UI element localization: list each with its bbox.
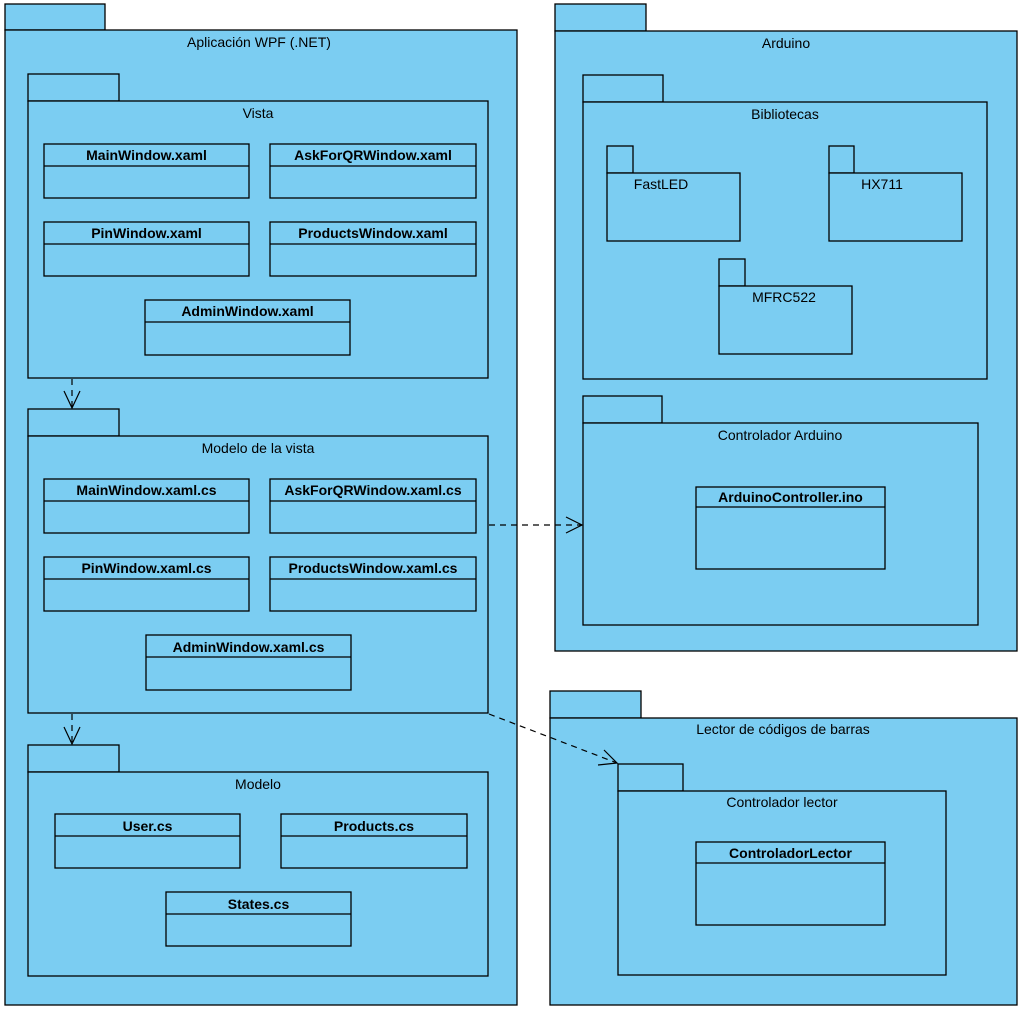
class-name: AskForQRWindow.xaml.cs	[284, 482, 461, 498]
class-outline	[269, 556, 477, 612]
class-outline	[43, 556, 250, 612]
package-tab	[27, 744, 120, 773]
package-title: Modelo	[235, 776, 281, 792]
package-modelo: Modelo User.cs Products.cs States.cs	[27, 744, 489, 977]
package-mfrc522[interactable]: MFRC522	[718, 258, 853, 355]
package-title: Bibliotecas	[751, 106, 819, 122]
package-title: MFRC522	[752, 289, 816, 305]
package-tab	[4, 3, 106, 31]
package-title: FastLED	[634, 176, 688, 192]
package-body	[828, 172, 963, 242]
package-arduino: Arduino Bibliotecas FastLED HX711 MFRC52…	[554, 3, 1018, 652]
class-name: AskForQRWindow.xaml	[294, 147, 452, 163]
class-box[interactable]: PinWindow.xaml.cs	[43, 556, 250, 612]
package-tab	[549, 690, 642, 719]
class-name: MainWindow.xaml.cs	[76, 482, 216, 498]
class-name: Products.cs	[334, 818, 414, 834]
class-name: States.cs	[228, 896, 290, 912]
class-box[interactable]: MainWindow.xaml	[43, 143, 250, 199]
class-box[interactable]: States.cs	[165, 891, 352, 947]
package-tab	[606, 145, 634, 174]
package-vista: Vista MainWindow.xaml AskForQRWindow.xam…	[27, 73, 489, 379]
class-box[interactable]: Products.cs	[280, 813, 468, 869]
class-outline	[695, 841, 886, 926]
package-fastled[interactable]: FastLED	[606, 145, 741, 242]
package-lector-codigos-barras: Lector de códigos de barras Controlador …	[549, 690, 1018, 1006]
class-outline	[145, 634, 352, 691]
package-modelo-de-la-vista: Modelo de la vista MainWindow.xaml.cs As…	[27, 408, 489, 714]
package-body	[718, 285, 853, 355]
package-tab	[554, 3, 647, 32]
class-outline	[43, 143, 250, 199]
package-tab	[27, 408, 120, 437]
package-title: Arduino	[762, 35, 810, 51]
class-outline	[43, 478, 250, 534]
package-tab	[828, 145, 855, 174]
class-box[interactable]: AdminWindow.xaml.cs	[145, 634, 352, 691]
class-outline	[695, 486, 886, 570]
class-name: User.cs	[123, 818, 173, 834]
arrow-head	[63, 390, 81, 410]
class-box[interactable]: ProductsWindow.xaml.cs	[269, 556, 477, 612]
package-tab	[582, 74, 664, 103]
class-outline	[165, 891, 352, 947]
class-outline	[269, 221, 477, 277]
package-body	[606, 172, 741, 242]
package-title: Lector de códigos de barras	[696, 721, 870, 737]
class-box[interactable]: ProductsWindow.xaml	[269, 221, 477, 277]
class-outline	[269, 478, 477, 534]
package-controlador-lector: Controlador lector ControladorLector	[617, 763, 947, 976]
class-outline	[43, 221, 250, 277]
package-title: Controlador Arduino	[718, 427, 843, 443]
class-outline	[280, 813, 468, 869]
package-hx711[interactable]: HX711	[828, 145, 963, 242]
class-box[interactable]: AdminWindow.xaml	[144, 299, 351, 356]
class-outline	[144, 299, 351, 356]
dependency-modelo-vista-to-controlador-arduino	[489, 516, 584, 534]
package-wpf-application: Aplicación WPF (.NET) Vista MainWindow.x…	[4, 3, 518, 1006]
package-title: Aplicación WPF (.NET)	[187, 34, 331, 50]
package-title: HX711	[861, 176, 903, 192]
class-name: AdminWindow.xaml.cs	[173, 639, 325, 655]
class-box[interactable]: User.cs	[54, 813, 241, 869]
class-outline	[269, 143, 477, 199]
dependency-modelo-vista-to-controlador-lector	[488, 713, 619, 766]
package-title: Controlador lector	[726, 794, 838, 810]
package-tab	[718, 258, 746, 287]
class-box[interactable]: ArduinoController.ino	[695, 486, 886, 570]
class-name: ProductsWindow.xaml.cs	[289, 560, 458, 576]
package-tab	[27, 73, 120, 102]
arrow-head	[63, 726, 81, 746]
class-box[interactable]: AskForQRWindow.xaml.cs	[269, 478, 477, 534]
class-box[interactable]: PinWindow.xaml	[43, 221, 250, 277]
class-box[interactable]: ControladorLector	[695, 841, 886, 926]
class-outline	[54, 813, 241, 869]
class-name: ControladorLector	[729, 845, 852, 861]
arrow-head	[565, 516, 584, 534]
package-tab	[582, 395, 663, 424]
package-controlador-arduino: Controlador Arduino ArduinoController.in…	[582, 395, 979, 626]
dependency-line	[488, 713, 618, 764]
class-name: AdminWindow.xaml	[181, 303, 313, 319]
class-name: PinWindow.xaml.cs	[81, 560, 211, 576]
package-bibliotecas: Bibliotecas FastLED HX711 MFRC522	[582, 74, 988, 380]
package-title: Vista	[243, 105, 274, 121]
class-name: ProductsWindow.xaml	[298, 225, 447, 241]
package-title: Modelo de la vista	[202, 440, 315, 456]
class-box[interactable]: AskForQRWindow.xaml	[269, 143, 477, 199]
class-box[interactable]: MainWindow.xaml.cs	[43, 478, 250, 534]
arrow-head	[597, 749, 619, 766]
class-name: MainWindow.xaml	[86, 147, 207, 163]
class-name: ArduinoController.ino	[718, 489, 863, 505]
dependency-vista-to-modelo-vista	[63, 379, 81, 410]
dependency-modelo-vista-to-modelo	[63, 714, 81, 746]
class-name: PinWindow.xaml	[91, 225, 202, 241]
package-tab	[617, 763, 684, 792]
